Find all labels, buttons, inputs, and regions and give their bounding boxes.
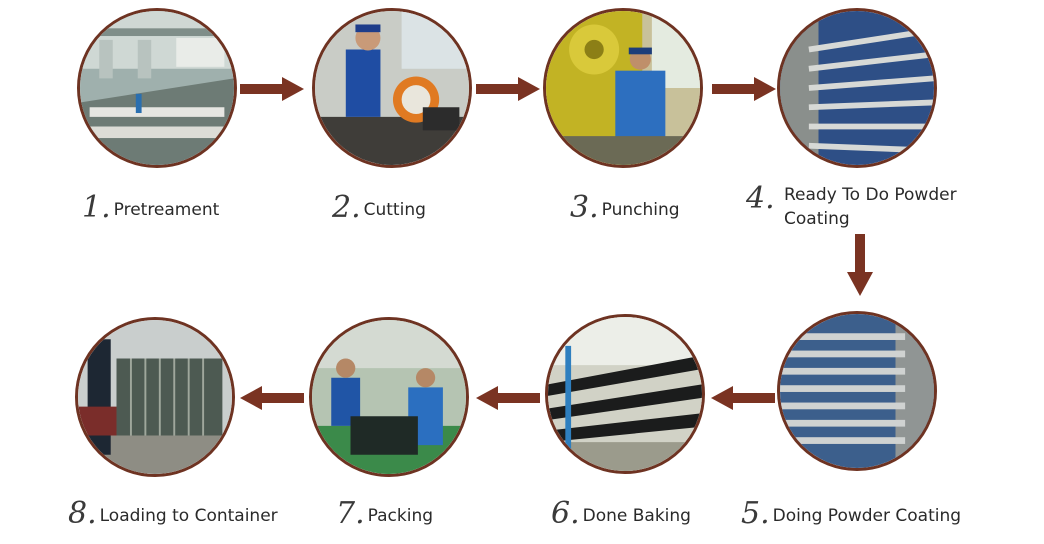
step-7-photo-packing (309, 317, 469, 477)
step-7-text: Packing (368, 506, 433, 526)
arrow-right-1-2 (240, 77, 304, 101)
aluminum-profiles-image (780, 11, 934, 165)
step-6-label: 6.Done Baking (551, 502, 691, 528)
step-2-number: 2. (332, 190, 361, 225)
step-5-text: Doing Powder Coating (773, 506, 961, 526)
step-2-text: Cutting (364, 200, 426, 220)
factory-hall-image (80, 11, 234, 165)
step-2-photo-cutting (312, 8, 472, 168)
step-5-photo-coating (777, 311, 937, 471)
step-7-label: 7.Packing (336, 502, 433, 528)
coating-line-image (780, 314, 934, 468)
step-1-label: 1.Pretreament (82, 196, 219, 222)
step-1-number: 1. (82, 190, 111, 225)
punching-machine-image (546, 11, 700, 165)
step-6-text: Done Baking (583, 506, 691, 526)
step-4-label: 4.Ready To Do Powder Coating (746, 183, 986, 231)
step-8-label: 8.Loading to Container (68, 502, 278, 528)
arrow-left-6-7 (476, 386, 540, 410)
arrow-left-5-6 (711, 386, 775, 410)
step-3-number: 3. (570, 190, 599, 225)
step-8-text: Loading to Container (100, 506, 278, 526)
arrow-left-7-8 (240, 386, 304, 410)
step-2-label: 2.Cutting (332, 196, 426, 222)
step-3-label: 3.Punching (570, 196, 680, 222)
step-3-photo-punching (543, 8, 703, 168)
step-1-text: Pretreament (114, 200, 220, 220)
worker-cutting-image (315, 11, 469, 165)
step-5-number: 5. (741, 496, 770, 531)
step-4-number: 4. (746, 179, 775, 219)
container-loading-image (78, 320, 232, 474)
black-profiles-image (548, 317, 702, 471)
step-4-photo-ready-coating (777, 8, 937, 168)
step-7-number: 7. (336, 496, 365, 531)
step-6-photo-baking (545, 314, 705, 474)
step-8-number: 8. (68, 496, 97, 531)
step-4-text: Ready To Do Powder Coating (746, 183, 986, 231)
arrow-right-2-3 (476, 77, 540, 101)
step-1-photo-pretreatment (77, 8, 237, 168)
step-3-text: Punching (602, 200, 680, 220)
step-5-label: 5.Doing Powder Coating (741, 502, 961, 528)
step-8-photo-loading (75, 317, 235, 477)
arrow-down-4-5 (847, 234, 873, 296)
packing-workers-image (312, 320, 466, 474)
step-6-number: 6. (551, 496, 580, 531)
arrow-right-3-4 (712, 77, 776, 101)
